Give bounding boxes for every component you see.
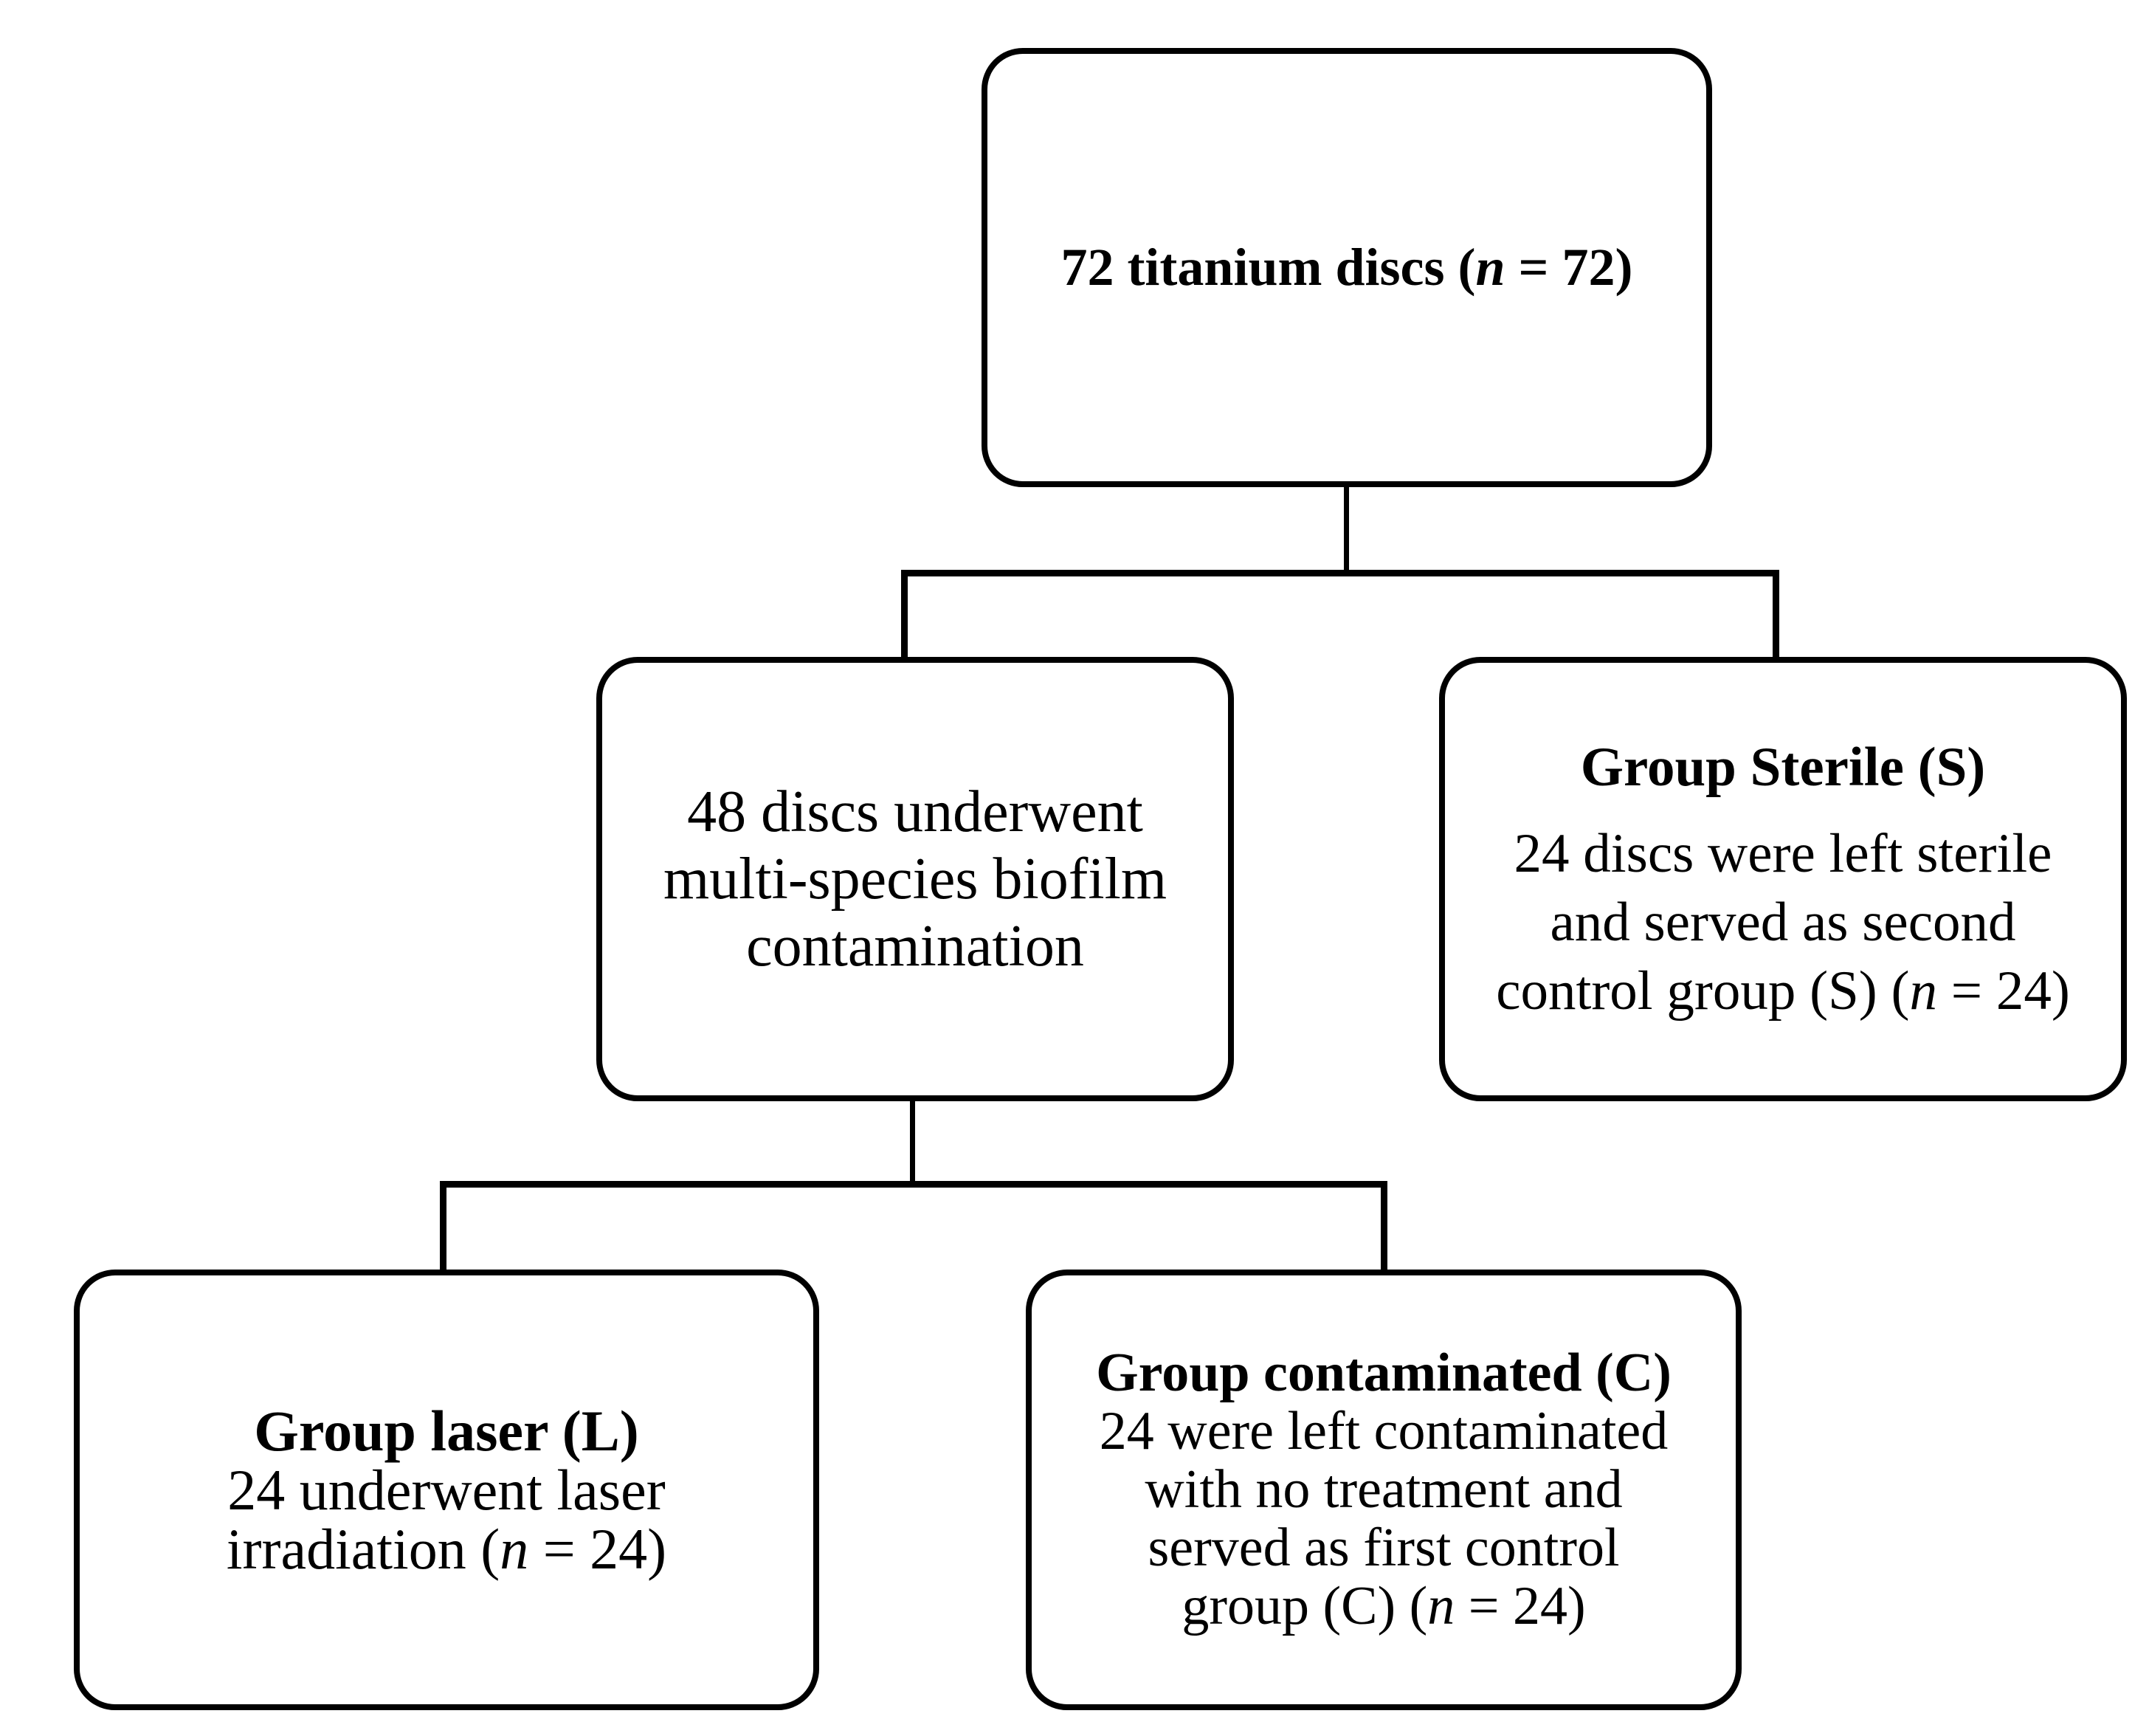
total-text-pre: 72 titanium discs ( [1060, 238, 1476, 297]
contaminated-body-pre: 24 were left contaminated with no treatm… [1099, 1401, 1669, 1636]
connector-branch-to-laser [440, 1181, 446, 1272]
biofilm-text: 48 discs underwent multi-species biofilm… [663, 779, 1167, 979]
total-text-post: = 72) [1505, 238, 1633, 297]
laser-body-pre: 24 underwent laser irradiation ( [226, 1457, 666, 1581]
sterile-n-variable: n [1909, 960, 1938, 1022]
contaminated-body-post: = 24) [1455, 1576, 1586, 1636]
box-group-contaminated: Group contaminated (C) 24 were left cont… [1026, 1270, 1742, 1710]
sterile-body-pre: 24 discs were left sterile and served as… [1496, 823, 2052, 1022]
sterile-content: Group Sterile (S) 24 discs were left ste… [1496, 733, 2070, 1025]
contaminated-body: 24 were left contaminated with no treatm… [1096, 1402, 1672, 1636]
contaminated-n-variable: n [1427, 1576, 1455, 1636]
contaminated-content: Group contaminated (C) 24 were left cont… [1096, 1344, 1672, 1636]
connector-branch-top-horizontal [901, 570, 1779, 576]
laser-body: 24 underwent laser irradiation (n = 24) [226, 1457, 667, 1581]
total-n-variable: n [1475, 238, 1505, 297]
box-total-discs: 72 titanium discs (n = 72) [982, 48, 1712, 487]
contaminated-title: Group contaminated (C) [1096, 1343, 1672, 1403]
box-group-sterile: Group Sterile (S) 24 discs were left ste… [1439, 657, 2127, 1101]
box-group-laser: Group laser (L) 24 underwent laser irrad… [74, 1270, 819, 1710]
connector-biofilm-to-branch [910, 1098, 915, 1184]
connector-branch-to-sterile [1773, 570, 1779, 660]
connector-branch-to-biofilm [901, 570, 908, 660]
connector-total-to-branch [1344, 483, 1349, 573]
connector-branch-to-contaminated [1381, 1181, 1387, 1272]
connector-branch-bottom-horizontal [440, 1181, 1387, 1188]
sterile-body: 24 discs were left sterile and served as… [1496, 819, 2070, 1025]
sterile-body-post: = 24) [1937, 960, 2070, 1022]
laser-n-variable: n [500, 1516, 529, 1581]
laser-body-post: = 24) [528, 1516, 667, 1581]
laser-content: Group laser (L) 24 underwent laser irrad… [226, 1398, 667, 1581]
laser-title: Group laser (L) [254, 1398, 639, 1463]
sterile-title: Group Sterile (S) [1580, 737, 1986, 798]
box-total-text: 72 titanium discs (n = 72) [1060, 235, 1632, 299]
box-biofilm-contamination: 48 discs underwent multi-species biofilm… [596, 657, 1234, 1101]
